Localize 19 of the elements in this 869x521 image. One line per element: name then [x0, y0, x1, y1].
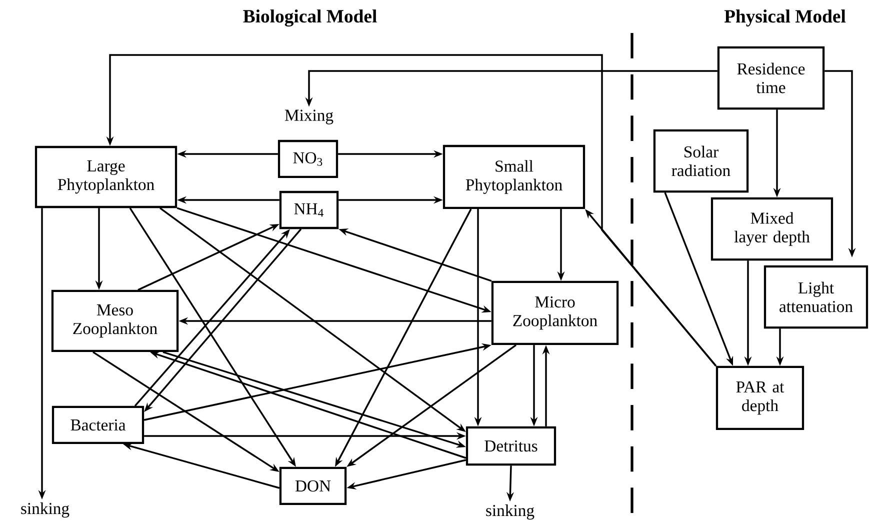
process-box: Small Phytoplankton [442, 144, 586, 210]
process-box: Residence time [717, 46, 825, 110]
process-box: Mixed layer depth [710, 197, 834, 261]
process-box: Large Phytoplankton [34, 146, 178, 208]
text-label: Mixing [284, 110, 334, 124]
process-box: Detritus [466, 426, 556, 466]
process-box: DON [279, 466, 347, 506]
process-box: NO$_{3}$ [278, 140, 338, 178]
process-box: Meso Zooplankton [51, 290, 179, 352]
section-heading: Physical Model [724, 10, 846, 26]
process-box: PAR at depth [716, 366, 804, 430]
process-box: Light attenuation [764, 265, 868, 329]
process-box: Solar radiation [653, 129, 749, 193]
process-box: NH$_{4}$ [279, 190, 339, 230]
process-box: Micro Zooplankton [491, 280, 619, 346]
process-box: Bacteria [52, 406, 144, 444]
section-heading: Biological Model [243, 9, 377, 27]
text-label: sinking [486, 504, 534, 520]
text-label: sinking [21, 502, 70, 518]
